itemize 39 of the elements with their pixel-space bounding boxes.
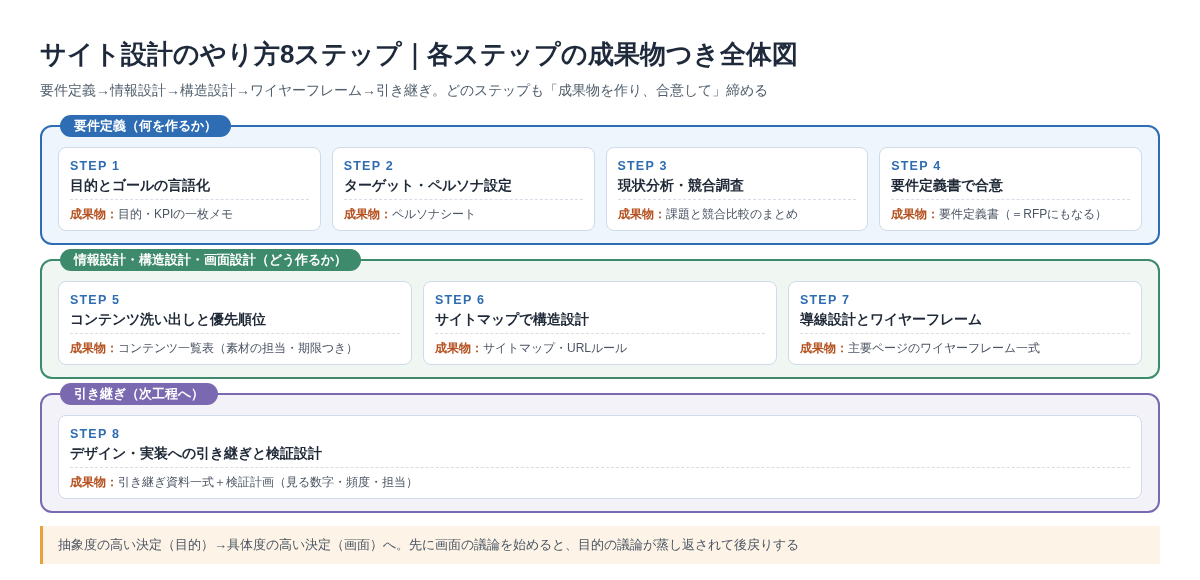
- step-number: STEP 7: [800, 292, 851, 309]
- step-title: サイトマップで構造設計: [435, 310, 589, 329]
- step-card: [58, 281, 412, 365]
- step-title: ターゲット・ペルソナ設定: [343, 176, 512, 195]
- deliverable-text: 成果物：ペルソナシート: [343, 206, 476, 223]
- deliverable-text: 成果物：コンテンツ一覧表（素材の担当・期限つき）: [70, 340, 358, 357]
- step-card: [423, 281, 777, 365]
- step-title: 導線設計とワイヤーフレーム: [800, 310, 982, 329]
- note-text: 抽象度の高い決定（目的）→具体度の高い決定（画面）へ。先に画面の議論を始めると、目的の議論が蒸し返されて後戻りする: [58, 536, 799, 554]
- phase-tab: 情報設計・構造設計・画面設計（どう作るか）: [60, 249, 361, 271]
- step-card: [605, 147, 869, 231]
- step-number: STEP 6: [435, 292, 486, 309]
- deliverable-text: 成果物：要件定義書（＝RFPにもなる）: [891, 206, 1108, 223]
- step-title: コンテンツ洗い出しと優先順位: [70, 310, 266, 329]
- phase-tab: 要件定義（何を作るか）: [60, 115, 231, 137]
- deliverable-text: 成果物：主要ページのワイヤーフレーム一式: [800, 340, 1040, 357]
- subtitle: 要件定義→情報設計→構造設計→ワイヤーフレーム→引き継ぎ。どのステップも「成果物を作り、合意して」締める: [40, 81, 768, 100]
- step-number: STEP 3: [617, 158, 668, 175]
- step-number: STEP 1: [70, 158, 121, 175]
- step-card: [331, 147, 595, 231]
- page-title: サイト設計のやり方8ステップ｜各ステップの成果物つき全体図: [40, 38, 799, 71]
- step-title: 目的とゴールの言語化: [70, 176, 210, 195]
- step-number: STEP 4: [891, 158, 942, 175]
- step-card: [58, 147, 321, 231]
- step-card: [58, 415, 1142, 499]
- step-number: STEP 5: [70, 292, 121, 309]
- step-card: [879, 147, 1142, 231]
- deliverable-text: 成果物：課題と競合比較のまとめ: [617, 206, 798, 223]
- step-card: [788, 281, 1142, 365]
- deliverable-text: 成果物：目的・KPIの一枚メモ: [70, 206, 234, 223]
- step-title: デザイン・実装への引き継ぎと検証設計: [70, 444, 322, 463]
- step-number: STEP 2: [343, 158, 394, 175]
- step-title: 要件定義書で合意: [891, 176, 1004, 195]
- note-box: [40, 526, 1160, 564]
- step-title: 現状分析・競合調査: [617, 176, 744, 195]
- phase-tab: 引き継ぎ（次工程へ）: [60, 383, 218, 405]
- deliverable-text: 成果物：サイトマップ・URLルール: [435, 340, 627, 357]
- deliverable-text: 成果物：引き継ぎ資料一式＋検証計画（見る数字・頻度・担当）: [70, 474, 418, 491]
- step-number: STEP 8: [70, 426, 121, 443]
